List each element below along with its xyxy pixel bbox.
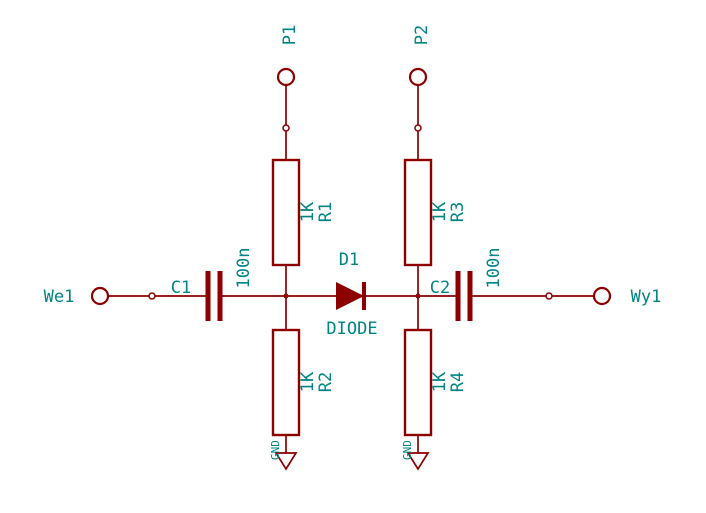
power-port-p2-label: P2 — [412, 25, 432, 45]
capacitor-c1-value-label: 100n — [234, 248, 254, 289]
resistor-r4-ref-label: R4 — [448, 372, 468, 392]
power-port-p2-terminal[interactable] — [408, 67, 428, 87]
capacitor-c2-value-label: 100n — [484, 248, 504, 289]
diode-d1-ref-label: D1 — [339, 250, 359, 270]
ground-gnd2[interactable]: GND — [401, 440, 430, 471]
resistor-r1-body[interactable] — [271, 158, 301, 267]
pin-marker — [545, 292, 553, 300]
ground-gnd2-triangle[interactable] — [406, 452, 430, 471]
port-we1-label: We1 — [44, 287, 75, 307]
resistor-r1-ref-label: R1 — [316, 202, 336, 222]
port-we1-terminal[interactable] — [90, 286, 110, 306]
resistor-r3[interactable]: 1K R3 — [403, 158, 468, 267]
ground-gnd1-triangle[interactable] — [274, 452, 298, 471]
capacitor-c1-ref-label: C1 — [171, 278, 191, 298]
diode-d1[interactable]: D1 DIODE — [326, 250, 377, 339]
port-wy1-terminal[interactable] — [592, 286, 612, 306]
power-port-p1-terminal[interactable] — [276, 67, 296, 87]
ground-gnd1[interactable]: GND — [269, 440, 298, 471]
resistor-r3-value-label: 1K — [430, 201, 450, 222]
resistor-r2-value-label: 1K — [298, 371, 318, 392]
junction-dot — [283, 293, 289, 299]
capacitor-c1[interactable]: C1 100n — [171, 248, 254, 321]
junction-dot — [415, 293, 421, 299]
resistor-r4-value-label: 1K — [430, 371, 450, 392]
pin-marker — [148, 292, 156, 300]
pin-marker — [414, 124, 422, 132]
diode-d1-value-label: DIODE — [326, 319, 377, 339]
resistor-r2[interactable]: 1K R2 — [271, 328, 336, 437]
resistor-r3-ref-label: R3 — [448, 202, 468, 222]
ground-gnd2-label: GND — [401, 440, 414, 460]
resistor-r1-value-label: 1K — [298, 201, 318, 222]
diode-d1-anode-triangle[interactable] — [336, 282, 364, 310]
ground-gnd1-label: GND — [269, 440, 282, 460]
capacitor-c2[interactable]: C2 100n — [430, 248, 504, 321]
power-port-p1-label: P1 — [280, 25, 300, 45]
pin-marker — [282, 124, 290, 132]
resistor-r4-body[interactable] — [403, 328, 433, 437]
resistor-r2-body[interactable] — [271, 328, 301, 437]
resistor-r2-ref-label: R2 — [316, 372, 336, 392]
resistor-r1[interactable]: 1K R1 — [271, 158, 336, 267]
capacitor-c2-ref-label: C2 — [430, 278, 450, 298]
resistor-r4[interactable]: 1K R4 — [403, 328, 468, 437]
resistor-r3-body[interactable] — [403, 158, 433, 267]
port-wy1-label: Wy1 — [631, 287, 662, 307]
